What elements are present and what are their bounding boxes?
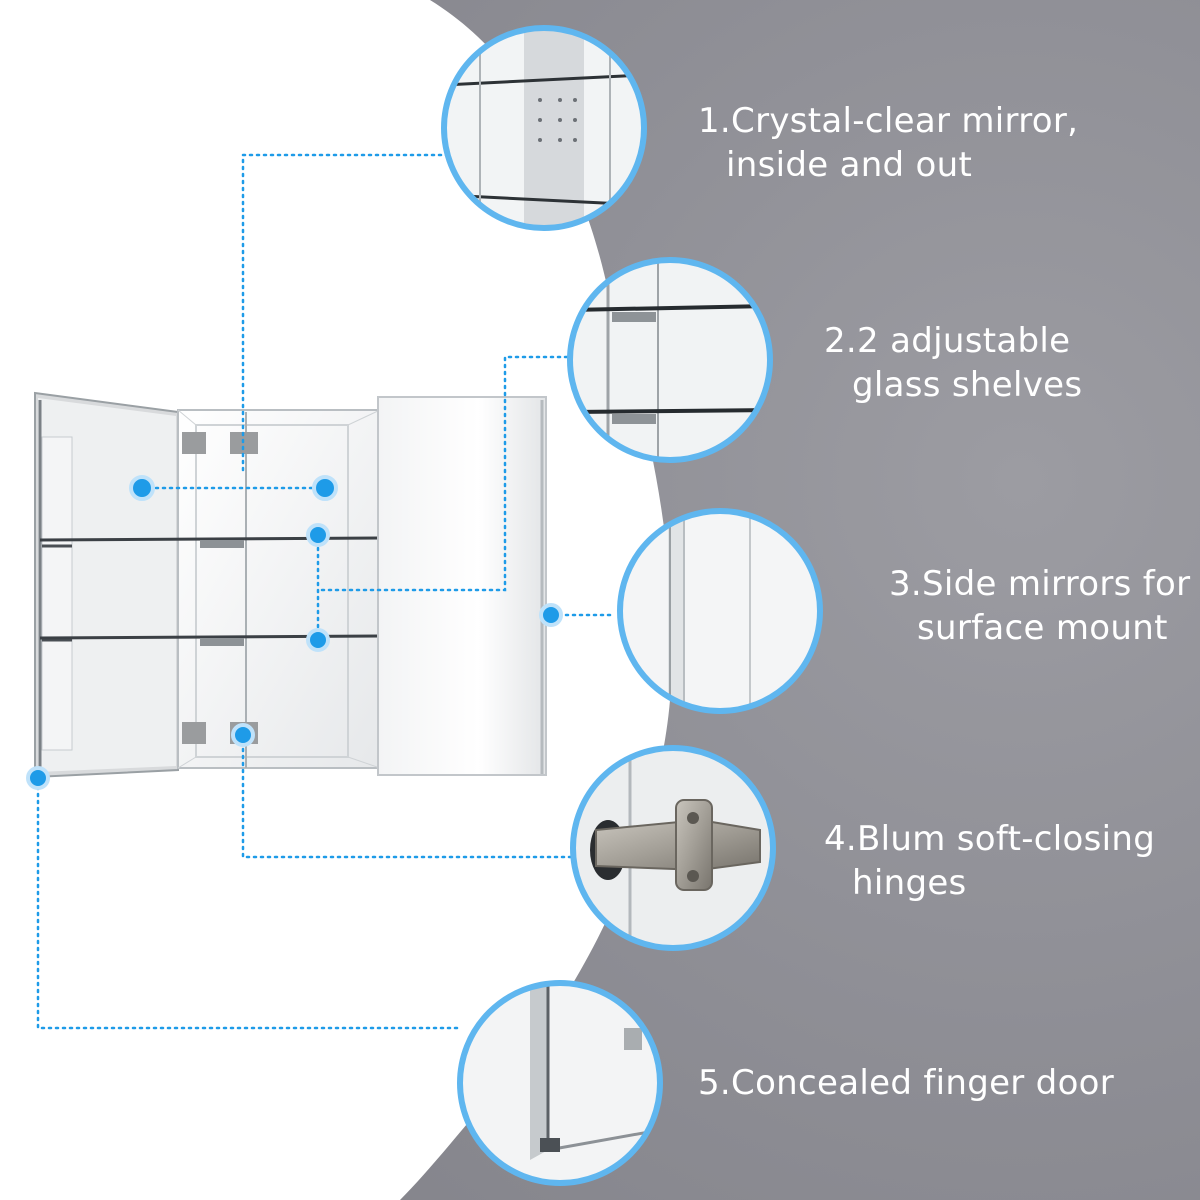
- marker-dot: [129, 475, 155, 501]
- callout-circle-1: [441, 25, 647, 231]
- marker-dot: [306, 523, 330, 547]
- feature-2-text: 2.2 adjustable glass shelves: [824, 320, 1082, 407]
- callout-circle-4: [570, 745, 776, 951]
- feature-4-text: 4.Blum soft-closing hinges: [824, 818, 1155, 905]
- connector-lines: [36, 153, 614, 1030]
- feature-3-text: 3.Side mirrors for surface mount: [889, 563, 1190, 650]
- feature-3-line2: surface mount: [917, 607, 1168, 648]
- feature-1-text: 1.Crystal-clear mirror, inside and out: [698, 100, 1078, 187]
- marker-dot: [306, 628, 330, 652]
- callout-circle-2: [567, 257, 773, 463]
- callout-circle-5: [457, 980, 663, 1186]
- feature-4-line1: 4.Blum soft-closing: [824, 819, 1156, 859]
- feature-3-line1: 3.Side mirrors for: [889, 564, 1191, 604]
- feature-5-text: 5.Concealed finger door: [698, 1062, 1114, 1106]
- cabinet-body: [177, 409, 381, 769]
- marker-dot: [539, 603, 563, 627]
- feature-1-line1: 1.Crystal-clear mirror,: [698, 101, 1079, 141]
- marker-dot: [231, 723, 255, 747]
- feature-1-line2: inside and out: [726, 144, 973, 185]
- feature-5-line1: 5.Concealed finger door: [698, 1063, 1115, 1103]
- marker-dot: [26, 766, 50, 790]
- feature-4-line2: hinges: [852, 862, 967, 903]
- feature-2-line1: 2.2 adjustable: [824, 321, 1071, 361]
- medicine-cabinet: [34, 391, 547, 779]
- marker-dot: [312, 475, 338, 501]
- feature-2-line2: glass shelves: [852, 364, 1083, 405]
- callout-circle-3: [617, 508, 823, 714]
- marker-dots: [26, 475, 563, 790]
- right-mirror-door: [377, 396, 547, 776]
